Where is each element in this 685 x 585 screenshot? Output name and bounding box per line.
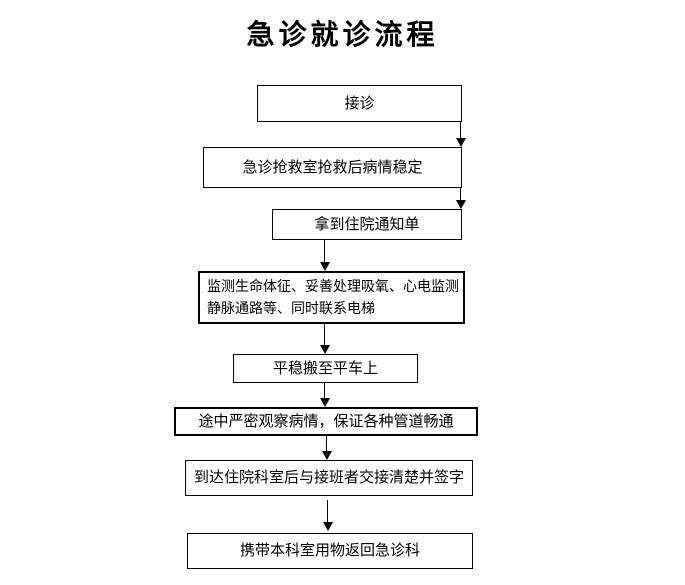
arrow-head-icon (319, 345, 330, 354)
arrow-head-icon (319, 398, 330, 407)
down-arrow-connector-1 (455, 122, 466, 147)
down-arrow-connector-6 (321, 436, 332, 460)
flow-step-label: 接诊 (344, 93, 375, 112)
arrow-stem (324, 383, 325, 398)
arrow-head-icon (455, 138, 466, 147)
flowchart-title: 急诊就诊流程 (246, 18, 439, 51)
flow-step-return-to-er: 携带本科室用物返回急诊科 (187, 533, 473, 569)
arrow-stem (327, 500, 328, 522)
down-arrow-connector-7 (322, 500, 333, 531)
arrow-stem (460, 122, 461, 138)
arrow-stem (324, 240, 325, 262)
flow-step-label: 到达住院科室后与接班者交接清楚并签字 (193, 468, 464, 487)
flow-step-admission-notice: 拿到住院通知单 (272, 209, 462, 240)
arrow-stem (326, 436, 327, 451)
arrow-stem (460, 188, 461, 200)
flow-step-monitor-vitals-contact-elevator: 监测生命体征、妥善处理吸氧、心电监测 静脉通路等、同时联系电梯 (198, 271, 465, 324)
flow-step-handover-and-sign: 到达住院科室后与接班者交接清楚并签字 (185, 460, 473, 496)
arrow-stem (324, 324, 325, 345)
flow-step-label: 平稳搬至平车上 (272, 358, 378, 377)
flow-step-stabilized-after-rescue: 急诊抢救室抢救后病情稳定 (203, 147, 462, 188)
flow-step-move-to-stretcher: 平稳搬至平车上 (233, 354, 418, 383)
flow-step-label: 监测生命体征、妥善处理吸氧、心电监测 静脉通路等、同时联系电梯 (207, 278, 459, 317)
flow-step-label: 途中严密观察病情，保证各种管道畅通 (198, 411, 454, 430)
down-arrow-connector-3 (319, 240, 330, 271)
arrow-head-icon (455, 200, 466, 209)
flow-step-label: 携带本科室用物返回急诊科 (239, 541, 420, 560)
flow-step-reception: 接诊 (257, 85, 462, 122)
flow-step-observe-en-route: 途中严密观察病情，保证各种管道畅通 (174, 407, 478, 436)
flow-step-label: 拿到住院通知单 (314, 214, 420, 233)
down-arrow-connector-2 (455, 188, 466, 209)
arrow-head-icon (321, 451, 332, 460)
arrow-head-icon (319, 262, 330, 271)
flow-step-label: 急诊抢救室抢救后病情稳定 (242, 157, 423, 176)
down-arrow-connector-4 (319, 324, 330, 354)
down-arrow-connector-5 (319, 383, 330, 407)
arrow-head-icon (322, 522, 333, 531)
